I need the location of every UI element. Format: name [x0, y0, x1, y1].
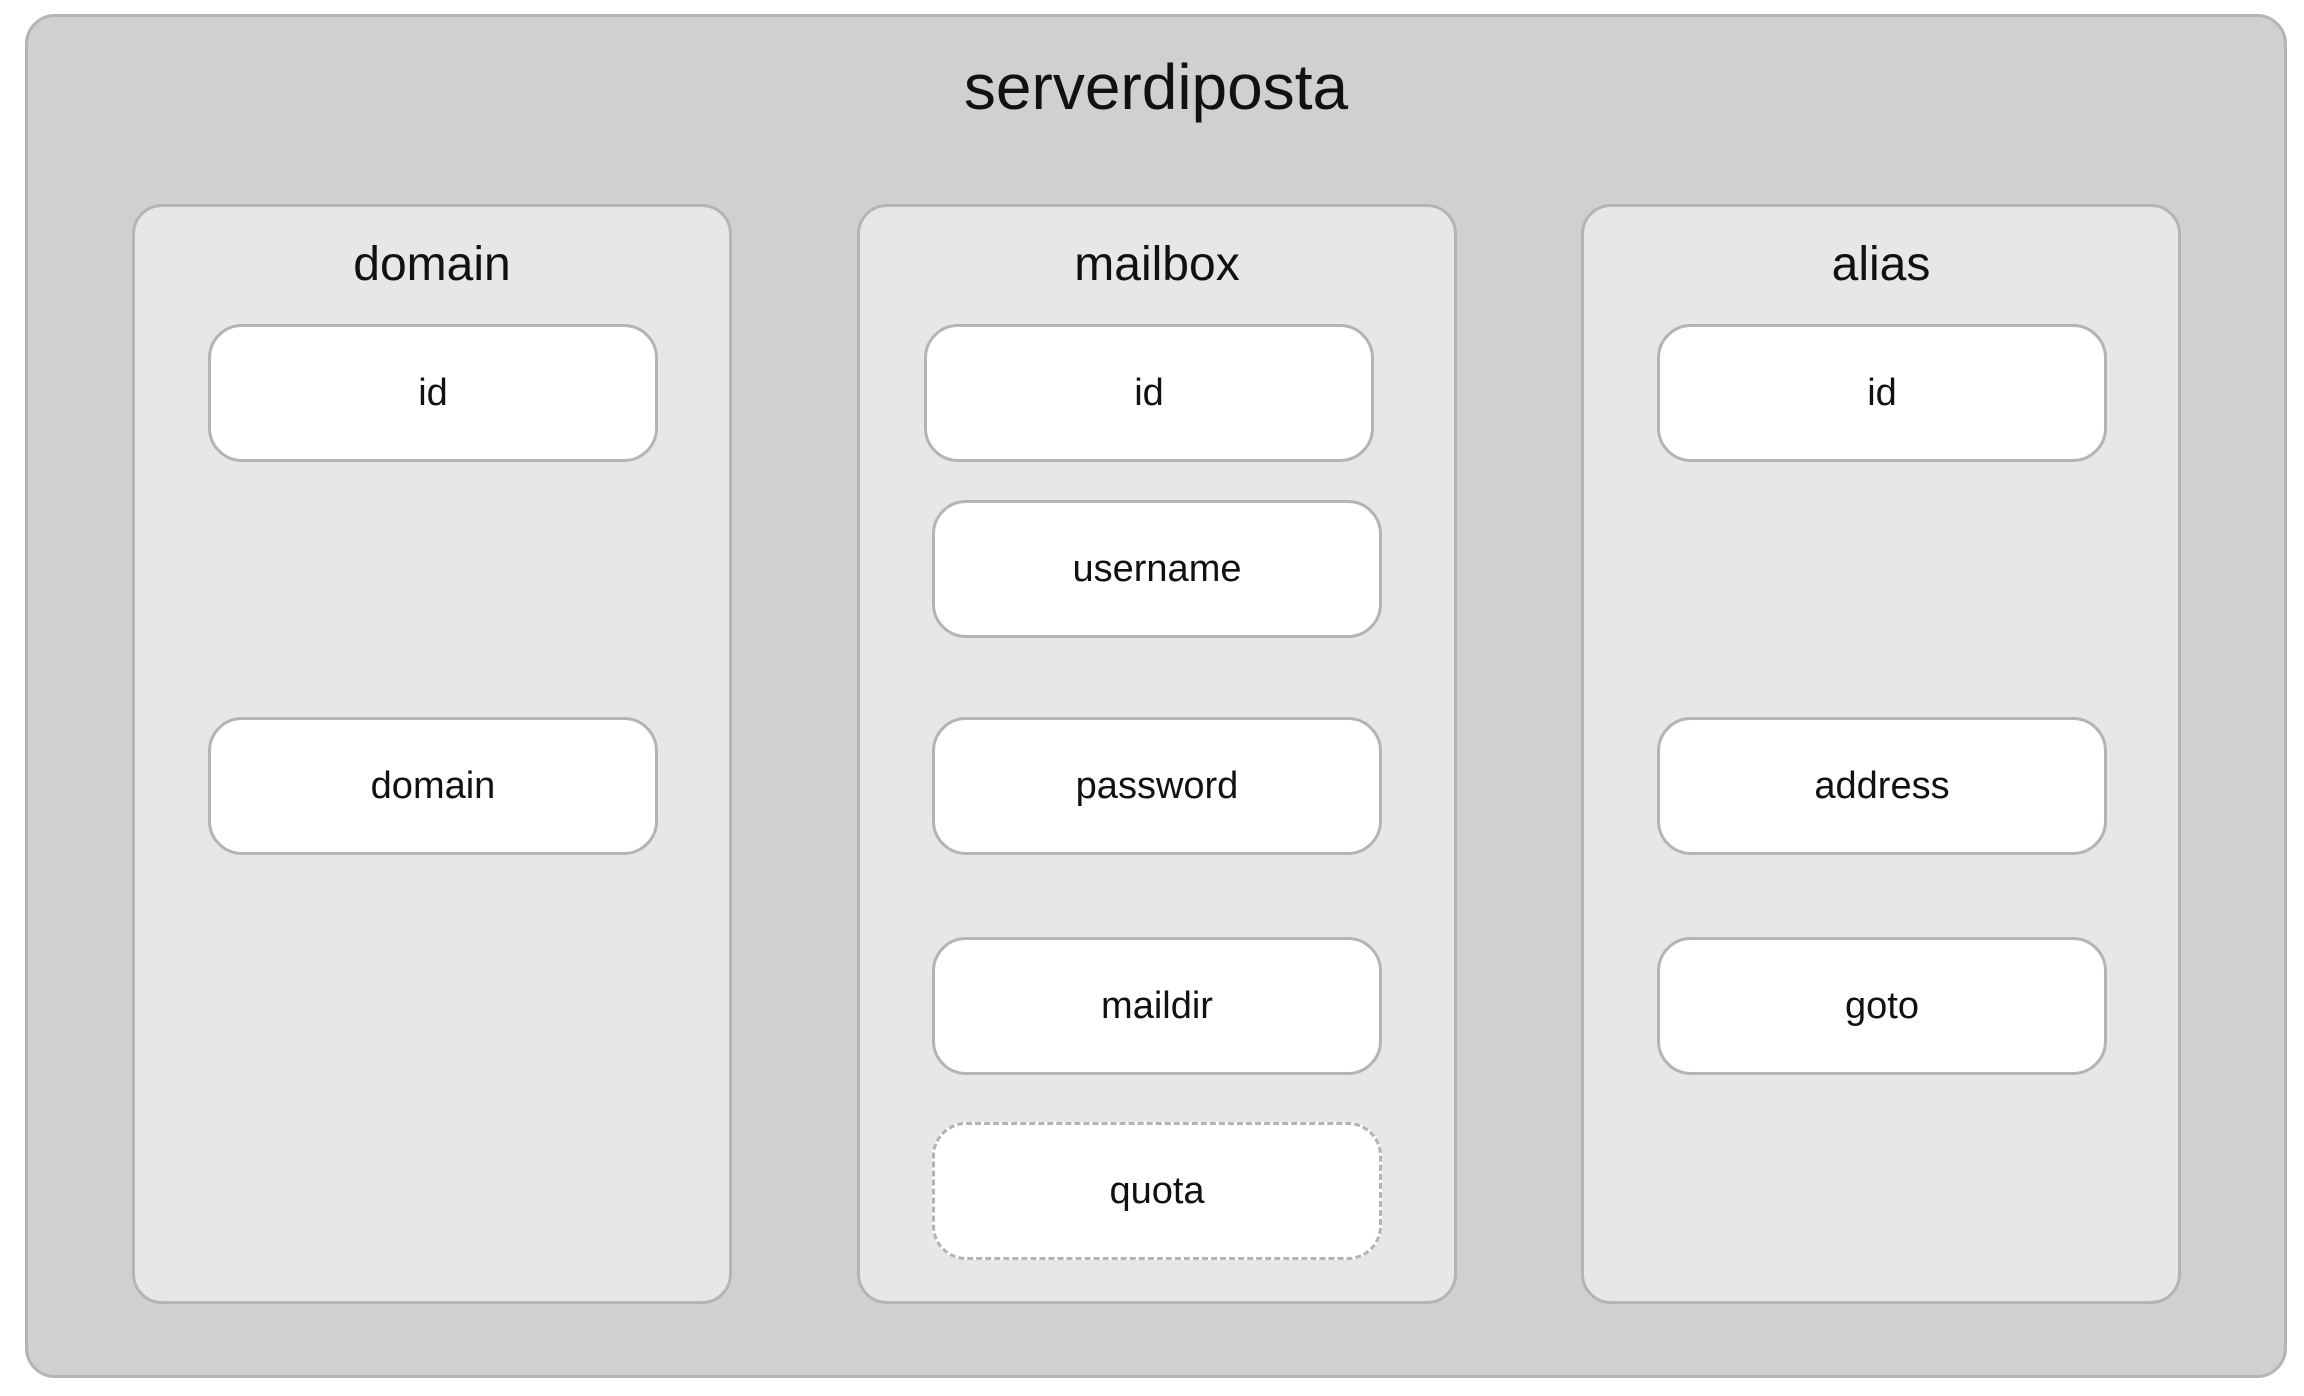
table-title-mailbox: mailbox: [1074, 238, 1240, 291]
database-container: serverdiposta domain id domain mailbox i…: [25, 14, 2287, 1378]
field-domain-domain: domain: [208, 717, 658, 855]
field-mailbox-quota: quota: [932, 1122, 1382, 1260]
field-alias-address: address: [1657, 717, 2107, 855]
table-domain: domain id domain: [132, 204, 732, 1304]
field-mailbox-id: id: [924, 324, 1374, 462]
field-mailbox-maildir: maildir: [932, 937, 1382, 1075]
field-alias-goto: goto: [1657, 937, 2107, 1075]
table-title-domain: domain: [353, 238, 511, 291]
field-alias-id: id: [1657, 324, 2107, 462]
table-alias: alias id address goto: [1581, 204, 2181, 1304]
table-title-alias: alias: [1831, 238, 1931, 291]
table-mailbox: mailbox id username password maildir quo…: [857, 204, 1457, 1304]
field-domain-id: id: [208, 324, 658, 462]
database-title: serverdiposta: [963, 51, 1349, 123]
field-mailbox-password: password: [932, 717, 1382, 855]
field-mailbox-username: username: [932, 500, 1382, 638]
